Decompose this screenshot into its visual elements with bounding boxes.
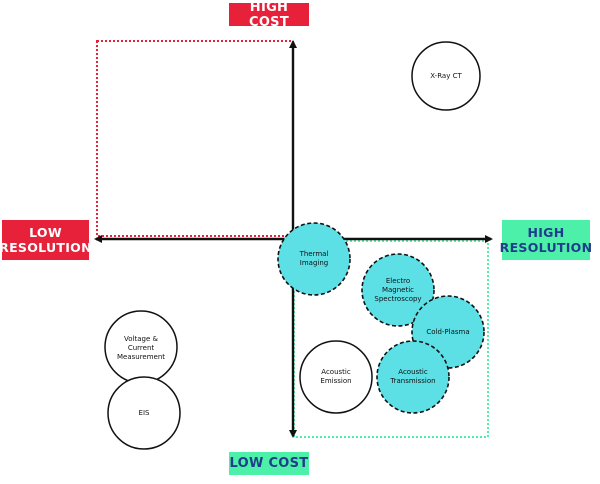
xray-ct-circle <box>411 41 481 111</box>
high-cost-label: HIGH COST <box>229 0 309 30</box>
voltage-current-line1: Voltage & <box>124 334 158 343</box>
low-resolution-label-line1: LOW <box>29 225 62 240</box>
high-cost-low-resolution-box <box>96 40 294 237</box>
voltage-current-text: Voltage & Current Measurement <box>105 333 177 363</box>
acoustic-transmission-line1: Acoustic <box>398 368 428 376</box>
high-resolution-label-line2: RESOLUTION <box>499 240 593 255</box>
acoustic-transmission-line2: Transmission <box>390 377 436 385</box>
high-resolution-label: HIGH RESOLUTION <box>499 220 593 260</box>
xray-ct-text: X-Ray CT <box>430 71 462 80</box>
acoustic-emission-line2: Emission <box>320 377 352 385</box>
voltage-current-line3: Measurement <box>116 352 166 361</box>
acoustic-emission-circle <box>299 340 373 414</box>
voltage-current-line2: Current <box>127 343 155 352</box>
acoustic-transmission-circle <box>376 340 450 414</box>
electro-magnetic-circle <box>361 253 435 327</box>
electro-magnetic-line1: Electro <box>385 276 411 285</box>
low-resolution-label-line2: RESOLUTION <box>0 240 92 255</box>
eis-text: EIS <box>138 408 150 417</box>
thermal-imaging-line1: Thermal <box>299 250 329 258</box>
high-resolution-label-line1: HIGH <box>527 225 565 240</box>
low-resolution-label: LOW RESOLUTION <box>0 220 92 260</box>
acoustic-emission-line1: Acoustic <box>321 368 351 376</box>
cold-plasma-text: Cold-Plasma <box>426 327 470 336</box>
low-cost-label: LOW COST <box>229 452 309 475</box>
electro-magnetic-text: Electro Magnetic Spectroscopy <box>362 274 434 306</box>
thermal-imaging-circle <box>277 222 351 296</box>
acoustic-transmission-text: Acoustic Transmission <box>377 363 449 391</box>
thermal-imaging-line2: Imaging <box>299 259 329 267</box>
thermal-imaging-text: Thermal Imaging <box>280 245 348 273</box>
acoustic-emission-text: Acoustic Emission <box>302 363 370 391</box>
eis-circle <box>107 376 181 450</box>
electro-magnetic-line2: Magnetic <box>381 285 415 294</box>
electro-magnetic-line3: Spectroscopy <box>374 294 422 303</box>
